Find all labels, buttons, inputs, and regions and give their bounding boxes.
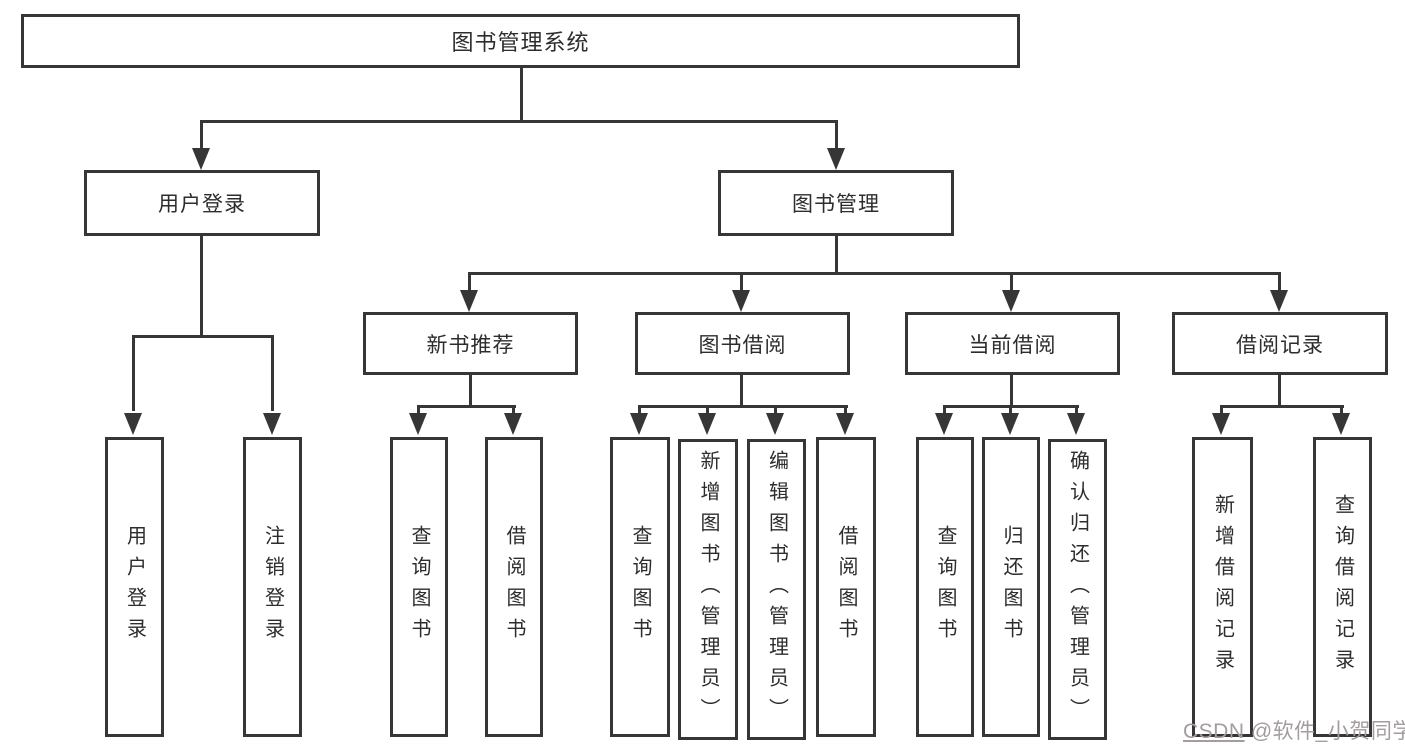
connector-line (706, 405, 709, 415)
node-book-borrowing: 图书借阅 (635, 312, 850, 375)
connector-line (417, 405, 516, 408)
node-user-login: 用户登录 (84, 170, 320, 236)
node-borrow-records: 借阅记录 (1172, 312, 1388, 375)
leaf-label: 新增借阅记录 (1211, 494, 1234, 680)
leaf-borrow-books-recommend: 借阅图书 (485, 437, 543, 737)
node-label: 借阅记录 (1236, 333, 1324, 357)
connector-line (132, 335, 135, 411)
connector-line (132, 335, 274, 338)
arrow-down (630, 413, 648, 435)
connector-line (638, 405, 641, 415)
connector-line (520, 68, 523, 120)
leaf-label: 借阅图书 (835, 525, 857, 649)
watermark-handle: @软件_小贺同学 (1244, 720, 1405, 743)
connector-line (417, 405, 420, 415)
connector-line (1010, 272, 1013, 292)
arrow-down (263, 413, 281, 435)
connector-line (740, 375, 743, 407)
leaf-label: 用户登录 (123, 525, 146, 649)
connector-line (200, 236, 203, 336)
node-book-management: 图书管理 (718, 170, 954, 236)
connector-line (1278, 272, 1281, 292)
leaf-add-books-admin: 新增图书（管理员） (678, 439, 738, 740)
arrow-down (1212, 413, 1230, 435)
connector-line (1278, 375, 1281, 407)
node-label: 图书借阅 (698, 333, 787, 357)
connector-line (469, 375, 472, 407)
connector-line (200, 120, 837, 123)
connector-line (512, 405, 515, 415)
connector-line (1340, 405, 1343, 415)
connector-line (1220, 405, 1344, 408)
arrow-down (1270, 290, 1288, 312)
connector-line (1009, 405, 1012, 415)
arrow-down (698, 413, 716, 435)
arrow-down (124, 413, 142, 435)
arrow-down (1001, 413, 1019, 435)
connector-line (1075, 405, 1078, 415)
connector-line (740, 272, 743, 292)
node-root-library-system: 图书管理系统 (21, 14, 1020, 68)
connector-line (1220, 405, 1223, 415)
leaf-label: 新增图书（管理员） (697, 450, 719, 729)
leaf-borrow-books: 借阅图书 (816, 437, 876, 737)
node-label: 新书推荐 (426, 333, 515, 357)
connector-line (271, 335, 274, 411)
leaf-confirm-return-admin: 确认归还（管理员） (1048, 439, 1107, 740)
node-label: 图书管理 (792, 193, 880, 216)
arrow-down (935, 413, 953, 435)
connector-line (1010, 375, 1013, 407)
arrow-down (1067, 413, 1085, 435)
leaf-label: 借阅图书 (503, 525, 525, 649)
arrow-down (1332, 413, 1350, 435)
connector-line (844, 405, 847, 415)
arrow-down (504, 413, 522, 435)
node-label: 图书管理系统 (451, 30, 590, 55)
leaf-label: 编辑图书（管理员） (765, 450, 788, 729)
connector-line (943, 405, 946, 415)
arrow-down (192, 148, 210, 170)
arrow-down (827, 148, 845, 170)
node-label: 用户登录 (158, 193, 246, 216)
leaf-add-borrow-record: 新增借阅记录 (1192, 437, 1253, 737)
node-new-book-recommend: 新书推荐 (363, 312, 578, 375)
csdn-watermark: CSDN @软件_小贺同学 (1183, 715, 1405, 745)
arrow-down (766, 413, 784, 435)
leaf-edit-books-admin: 编辑图书（管理员） (747, 439, 806, 740)
leaf-query-books-borrowing: 查询图书 (610, 437, 670, 737)
connector-line (835, 236, 838, 272)
leaf-label: 注销登录 (261, 525, 284, 649)
leaf-label: 查询图书 (934, 525, 956, 649)
arrow-down (460, 290, 478, 312)
watermark-brand: CSDN (1183, 720, 1245, 743)
connector-line (469, 272, 1281, 275)
connector-line (835, 120, 838, 152)
leaf-query-books-current: 查询图书 (916, 437, 974, 737)
arrow-down (409, 413, 427, 435)
leaf-logout: 注销登录 (243, 437, 302, 737)
leaf-return-books: 归还图书 (982, 437, 1040, 737)
connector-line (638, 405, 848, 408)
arrow-down (732, 290, 750, 312)
leaf-label: 归还图书 (1000, 525, 1022, 649)
leaf-user-login: 用户登录 (105, 437, 164, 737)
node-label: 当前借阅 (968, 333, 1057, 357)
connector-line (774, 405, 777, 415)
leaf-label: 查询图书 (629, 525, 651, 649)
arrow-down (1002, 290, 1020, 312)
leaf-query-books-recommend: 查询图书 (390, 437, 448, 737)
arrow-down (836, 413, 854, 435)
leaf-label: 查询借阅记录 (1331, 494, 1354, 680)
connector-line (468, 272, 471, 292)
leaf-label: 查询图书 (408, 525, 430, 649)
leaf-query-borrow-record: 查询借阅记录 (1313, 437, 1372, 737)
connector-line (200, 120, 203, 152)
leaf-label: 确认归还（管理员） (1066, 450, 1089, 729)
node-current-borrowing: 当前借阅 (905, 312, 1120, 375)
